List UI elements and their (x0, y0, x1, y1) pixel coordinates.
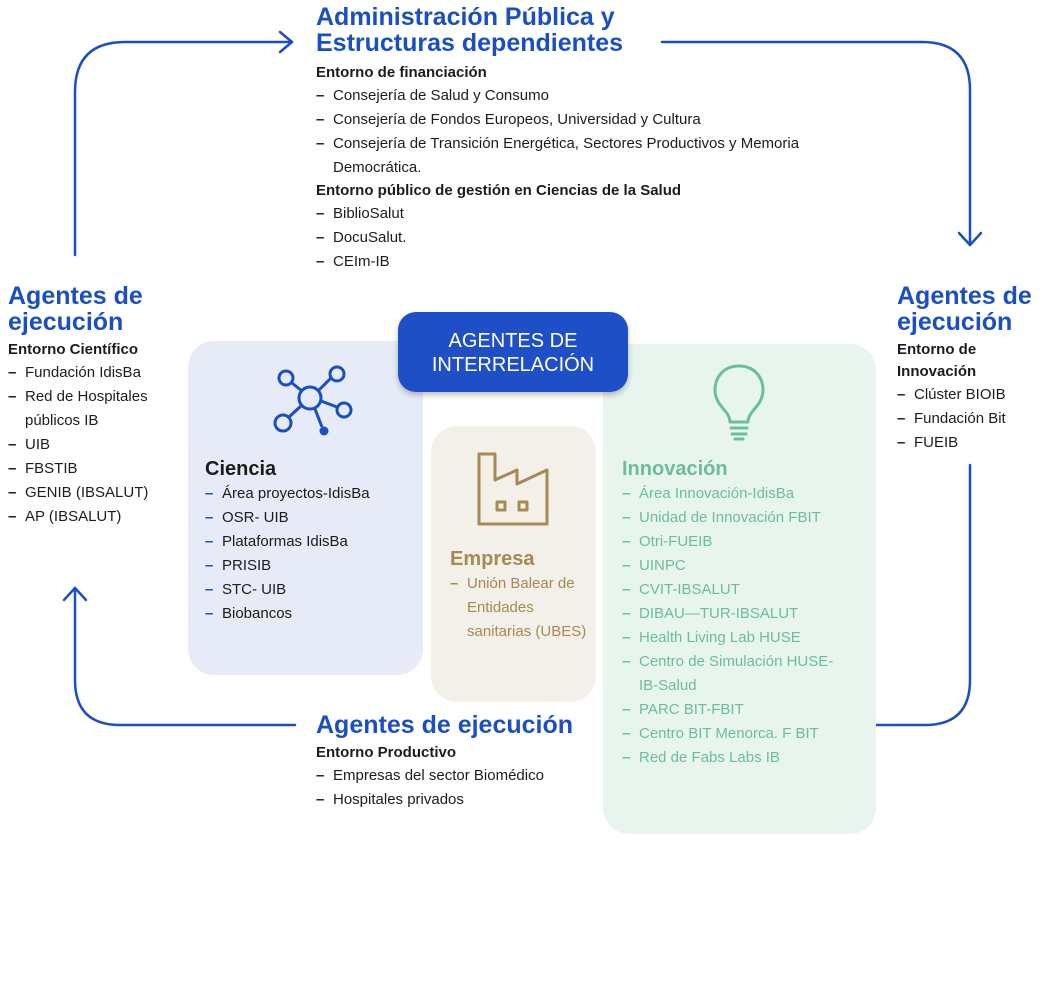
right-list: Clúster BIOIB Fundación Bit FUEIB (897, 383, 1047, 455)
list-item: Red de Fabs Labs IB (622, 746, 872, 770)
list-item: AP (IBSALUT) (8, 505, 173, 529)
list-item: PRISIB (205, 554, 415, 578)
left-title-line2: ejecución (8, 308, 124, 336)
list-item: BiblioSalut (316, 202, 856, 226)
list-item: Plataformas IdisBa (205, 530, 415, 554)
empresa-list: Unión Balear de Entidades sanitarias (UB… (450, 572, 590, 644)
list-item: Unidad de Innovación FBIT (622, 506, 872, 530)
funding-list: Consejería de Salud y Consumo Consejería… (316, 84, 856, 180)
list-item: Hospitales privados (316, 788, 636, 812)
list-item: Health Living Lab HUSE (622, 626, 872, 650)
list-item: PARC BIT-FBIT (622, 698, 872, 722)
list-item: DIBAU—TUR-IBSALUT (622, 602, 872, 626)
list-item: Otri-FUEIB (622, 530, 872, 554)
list-item: FBSTIB (8, 457, 173, 481)
list-item: CEIm-IB (316, 250, 856, 274)
list-item: Centro de Simulación HUSE-IB-Salud (622, 650, 839, 698)
right-heading-line1: Entorno de (897, 341, 977, 358)
list-item: Fundación Bit (897, 407, 1047, 431)
left-heading: Entorno Científico (8, 341, 138, 358)
left-section: Agentes de ejecución Entorno Científico … (8, 283, 183, 529)
list-item: Biobancos (205, 602, 415, 626)
list-item: Consejería de Fondos Europeos, Universid… (316, 108, 856, 132)
list-item: Unión Balear de Entidades sanitarias (UB… (450, 572, 590, 644)
list-item: UIB (8, 433, 173, 457)
arrow-top-to-right (660, 40, 972, 247)
interrelation-badge: AGENTES DE INTERRELACIÓN (398, 312, 628, 392)
badge-line1: AGENTES DE (448, 330, 578, 352)
top-section: Administración Pública y Estructuras dep… (316, 4, 856, 274)
bottom-list: Empresas del sector Biomédico Hospitales… (316, 764, 636, 812)
list-item: GENIB (IBSALUT) (8, 481, 173, 505)
arrow-bottom-to-left (73, 586, 297, 727)
bottom-title: Agentes de ejecución (316, 711, 574, 739)
lightbulb-icon (713, 364, 765, 441)
empresa-title: Empresa (450, 548, 535, 570)
list-item: Fundación IdisBa (8, 361, 173, 385)
right-heading-line2: Innovación (897, 363, 977, 380)
innovacion-list: Área Innovación-IdisBa Unidad de Innovac… (622, 482, 872, 770)
bottom-section: Agentes de ejecución Entorno Productivo … (316, 712, 636, 812)
innovacion-content: Innovación Área Innovación-IdisBa Unidad… (622, 456, 872, 770)
ciencia-content: Ciencia Área proyectos-IdisBa OSR- UIB P… (205, 456, 415, 626)
list-item: Consejería de Salud y Consumo (316, 84, 856, 108)
list-item: FUEIB (897, 431, 1047, 455)
public-list: BiblioSalut DocuSalut. CEIm-IB (316, 202, 856, 274)
right-section: Agentes de ejecución Entorno de Innovaci… (897, 283, 1047, 455)
list-item: CVIT-IBSALUT (622, 578, 872, 602)
list-item: STC- UIB (205, 578, 415, 602)
top-title-line1: Administración Pública y (316, 3, 615, 31)
list-item: DocuSalut. (316, 226, 856, 250)
public-heading: Entorno público de gestión en Ciencias d… (316, 182, 682, 199)
left-title-line1: Agentes de (8, 282, 143, 310)
factory-icon (477, 452, 549, 526)
funding-heading: Entorno de financiación (316, 64, 487, 81)
list-item: Área proyectos-IdisBa (205, 482, 415, 506)
right-title-line2: ejecución (897, 308, 1013, 336)
list-item: Centro BIT Menorca. F BIT (622, 722, 872, 746)
arrow-right-to-bottom (608, 463, 972, 727)
list-item: UINPC (622, 554, 872, 578)
top-title-line2: Estructuras dependientes (316, 29, 624, 57)
bottom-heading: Entorno Productivo (316, 744, 456, 761)
list-item: Consejería de Transición Energética, Sec… (316, 132, 843, 180)
arrow-left-to-top (73, 40, 294, 257)
list-item: Área Innovación-IdisBa (622, 482, 872, 506)
list-item: Red de Hospitales públicos IB (8, 385, 160, 433)
list-item: OSR- UIB (205, 506, 415, 530)
left-list: Fundación IdisBa Red de Hospitales públi… (8, 361, 173, 529)
list-item: Empresas del sector Biomédico (316, 764, 636, 788)
ciencia-list: Área proyectos-IdisBa OSR- UIB Plataform… (205, 482, 415, 626)
right-title-line1: Agentes de (897, 282, 1032, 310)
badge-line2: INTERRELACIÓN (431, 354, 595, 376)
list-item: Clúster BIOIB (897, 383, 1047, 407)
innovacion-title: Innovación (622, 458, 728, 480)
ciencia-title: Ciencia (205, 458, 277, 480)
empresa-content: Empresa Unión Balear de Entidades sanita… (450, 546, 590, 644)
network-icon (273, 365, 353, 436)
